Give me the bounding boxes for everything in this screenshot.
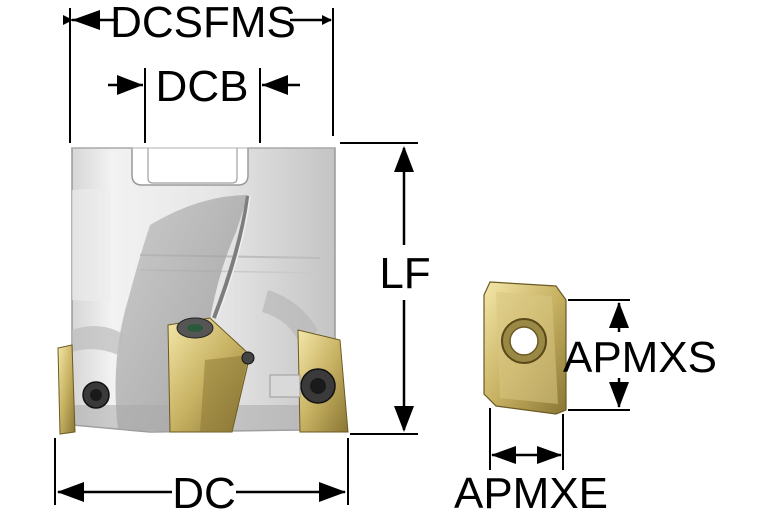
dc-dimension: DC	[54, 438, 349, 518]
lf-dimension: LF	[340, 142, 431, 435]
apmxe-label: APMXE	[454, 469, 608, 518]
apmxs-label: APMXS	[563, 333, 717, 382]
insert-screw-center	[241, 351, 255, 365]
insert-screw-left	[82, 381, 110, 409]
cutter-insert-left	[57, 344, 76, 435]
dcb-dimension: DCB	[108, 62, 300, 143]
cutter-insert-center	[167, 317, 251, 433]
apmxs-dimension: APMXS	[563, 299, 717, 411]
dc-label: DC	[172, 469, 236, 518]
apmxe-dimension: APMXE	[454, 408, 608, 518]
insert-screw-right	[269, 368, 336, 404]
dcsfms-label: DCSFMS	[110, 0, 296, 47]
lf-label: LF	[379, 249, 430, 298]
dcb-label: DCB	[156, 62, 249, 111]
dcsfms-dimension: DCSFMS	[63, 0, 334, 143]
standalone-insert	[483, 281, 567, 415]
chip-flute	[115, 195, 249, 432]
